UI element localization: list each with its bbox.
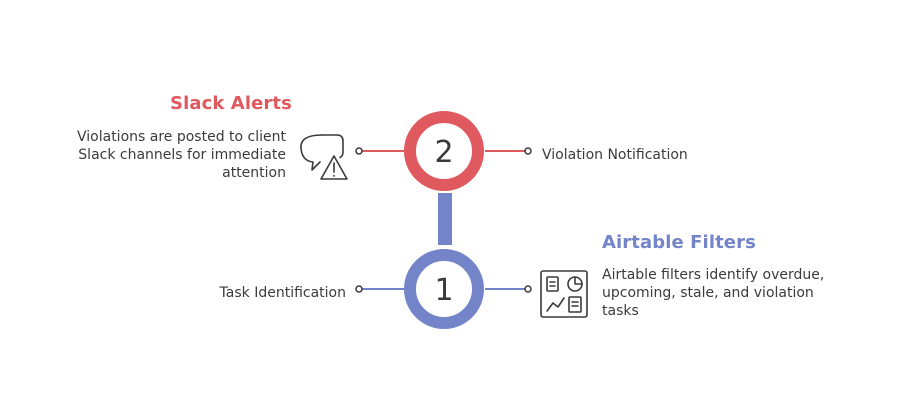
step-2-connectors <box>355 147 532 155</box>
step-1-connectors <box>355 285 532 293</box>
dashboard-icon <box>540 270 588 318</box>
step-2-number: 2 <box>434 135 453 170</box>
step-1-description: Airtable filters identify overdue, upcom… <box>602 267 825 319</box>
step-2-side-label: Violation Notification <box>542 147 688 163</box>
chat-warning-icon <box>300 134 348 180</box>
step-2-node: 2 <box>404 111 484 191</box>
step-1-title: Airtable Filters <box>602 232 756 253</box>
step-2-title: Slack Alerts <box>170 93 292 114</box>
step-connector <box>438 193 452 245</box>
step-1-node: 1 <box>404 249 484 329</box>
step-1-side-label: Task Identification <box>219 285 346 301</box>
step-1-number: 1 <box>434 273 453 308</box>
step-2-description: Violations are posted to client Slack ch… <box>77 129 286 181</box>
